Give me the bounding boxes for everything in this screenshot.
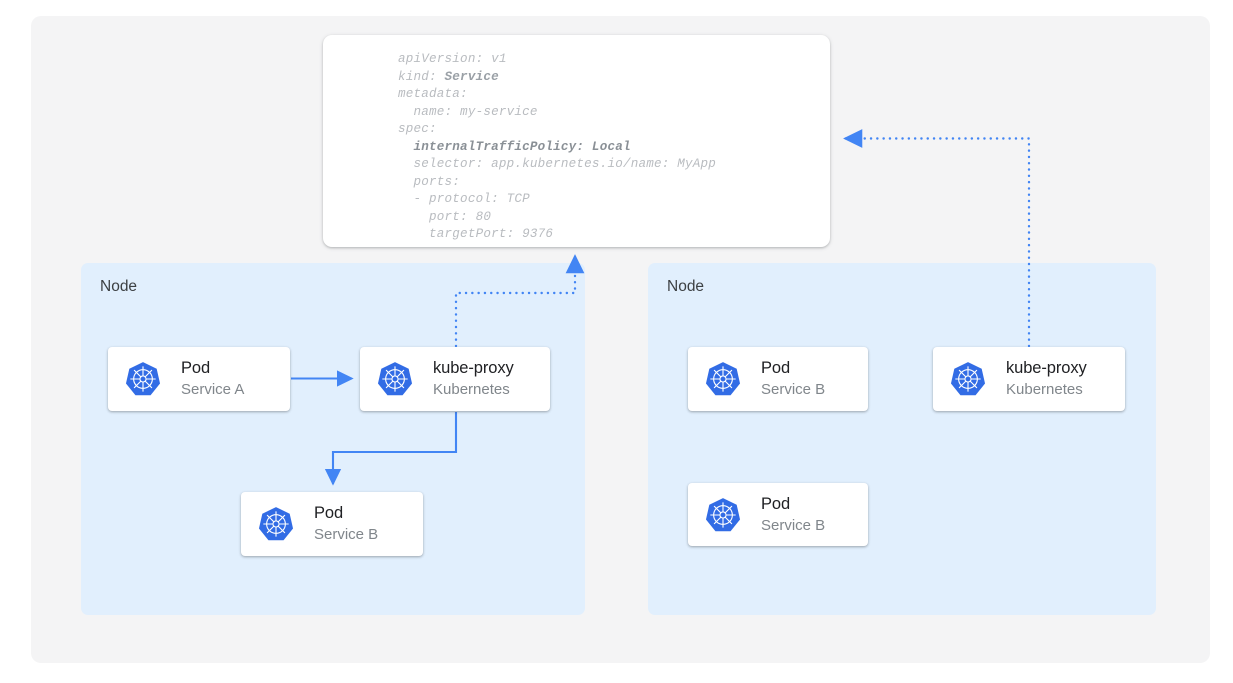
node-right: Node bbox=[648, 263, 1156, 615]
node-left: Node bbox=[81, 263, 585, 615]
card-title: Pod bbox=[761, 494, 791, 513]
card-subtitle: Service B bbox=[314, 526, 379, 543]
kubernetes-logo-icon bbox=[950, 362, 986, 396]
card-kube-proxy-right[interactable]: kube-proxy Kubernetes bbox=[933, 347, 1125, 411]
yaml-line-name: name: my-service bbox=[398, 104, 538, 119]
card-subtitle: Service A bbox=[181, 381, 245, 398]
kubernetes-logo-icon bbox=[705, 362, 741, 396]
card-title: Pod bbox=[181, 359, 211, 377]
card-pod-service-a[interactable]: Pod Service A bbox=[108, 347, 290, 411]
yaml-kind-key: kind: bbox=[398, 69, 445, 84]
yaml-line-internaltrafficpolicy: internalTrafficPolicy: Local bbox=[398, 139, 631, 154]
kubernetes-logo-icon bbox=[258, 507, 294, 541]
yaml-line-protocol: - protocol: TCP bbox=[398, 192, 530, 206]
kubernetes-logo-icon bbox=[377, 362, 413, 396]
yaml-line-port: port: 80 bbox=[398, 209, 492, 224]
card-subtitle: Kubernetes bbox=[1006, 381, 1083, 398]
yaml-line-kind: kind: Service bbox=[398, 69, 822, 87]
card-subtitle: Kubernetes bbox=[433, 381, 510, 398]
service-manifest-card: apiVersion: v1 kind: Service metadata: n… bbox=[323, 35, 830, 247]
card-pod-service-b-right-top[interactable]: Pod Service B bbox=[688, 347, 868, 411]
card-title: kube-proxy bbox=[433, 359, 514, 377]
yaml-line-spec: spec: bbox=[398, 122, 437, 136]
yaml-line-apiversion: apiVersion: v1 bbox=[398, 52, 507, 66]
card-pod-service-b-right-bottom[interactable]: Pod Service B bbox=[688, 483, 868, 546]
service-manifest-code: apiVersion: v1 kind: Service metadata: n… bbox=[398, 51, 822, 244]
kubernetes-logo-icon bbox=[705, 497, 741, 531]
kubernetes-logo-icon bbox=[125, 362, 161, 396]
yaml-line-selector: selector: app.kubernetes.io/name: MyApp bbox=[398, 157, 717, 171]
card-subtitle: Service B bbox=[761, 381, 826, 398]
card-title: Pod bbox=[314, 504, 344, 522]
node-right-label: Node bbox=[667, 278, 705, 295]
card-subtitle: Service B bbox=[761, 516, 826, 534]
card-title: Pod bbox=[761, 359, 791, 377]
yaml-line-targetport: targetPort: 9376 bbox=[398, 227, 554, 241]
card-kube-proxy-left[interactable]: kube-proxy Kubernetes bbox=[360, 347, 550, 411]
yaml-line-ports: ports: bbox=[398, 174, 461, 189]
card-pod-service-b-left[interactable]: Pod Service B bbox=[241, 492, 423, 556]
yaml-line-metadata: metadata: bbox=[398, 87, 468, 101]
card-title: kube-proxy bbox=[1006, 359, 1087, 377]
yaml-kind-value: Service bbox=[444, 69, 499, 84]
node-left-label: Node bbox=[100, 278, 138, 295]
